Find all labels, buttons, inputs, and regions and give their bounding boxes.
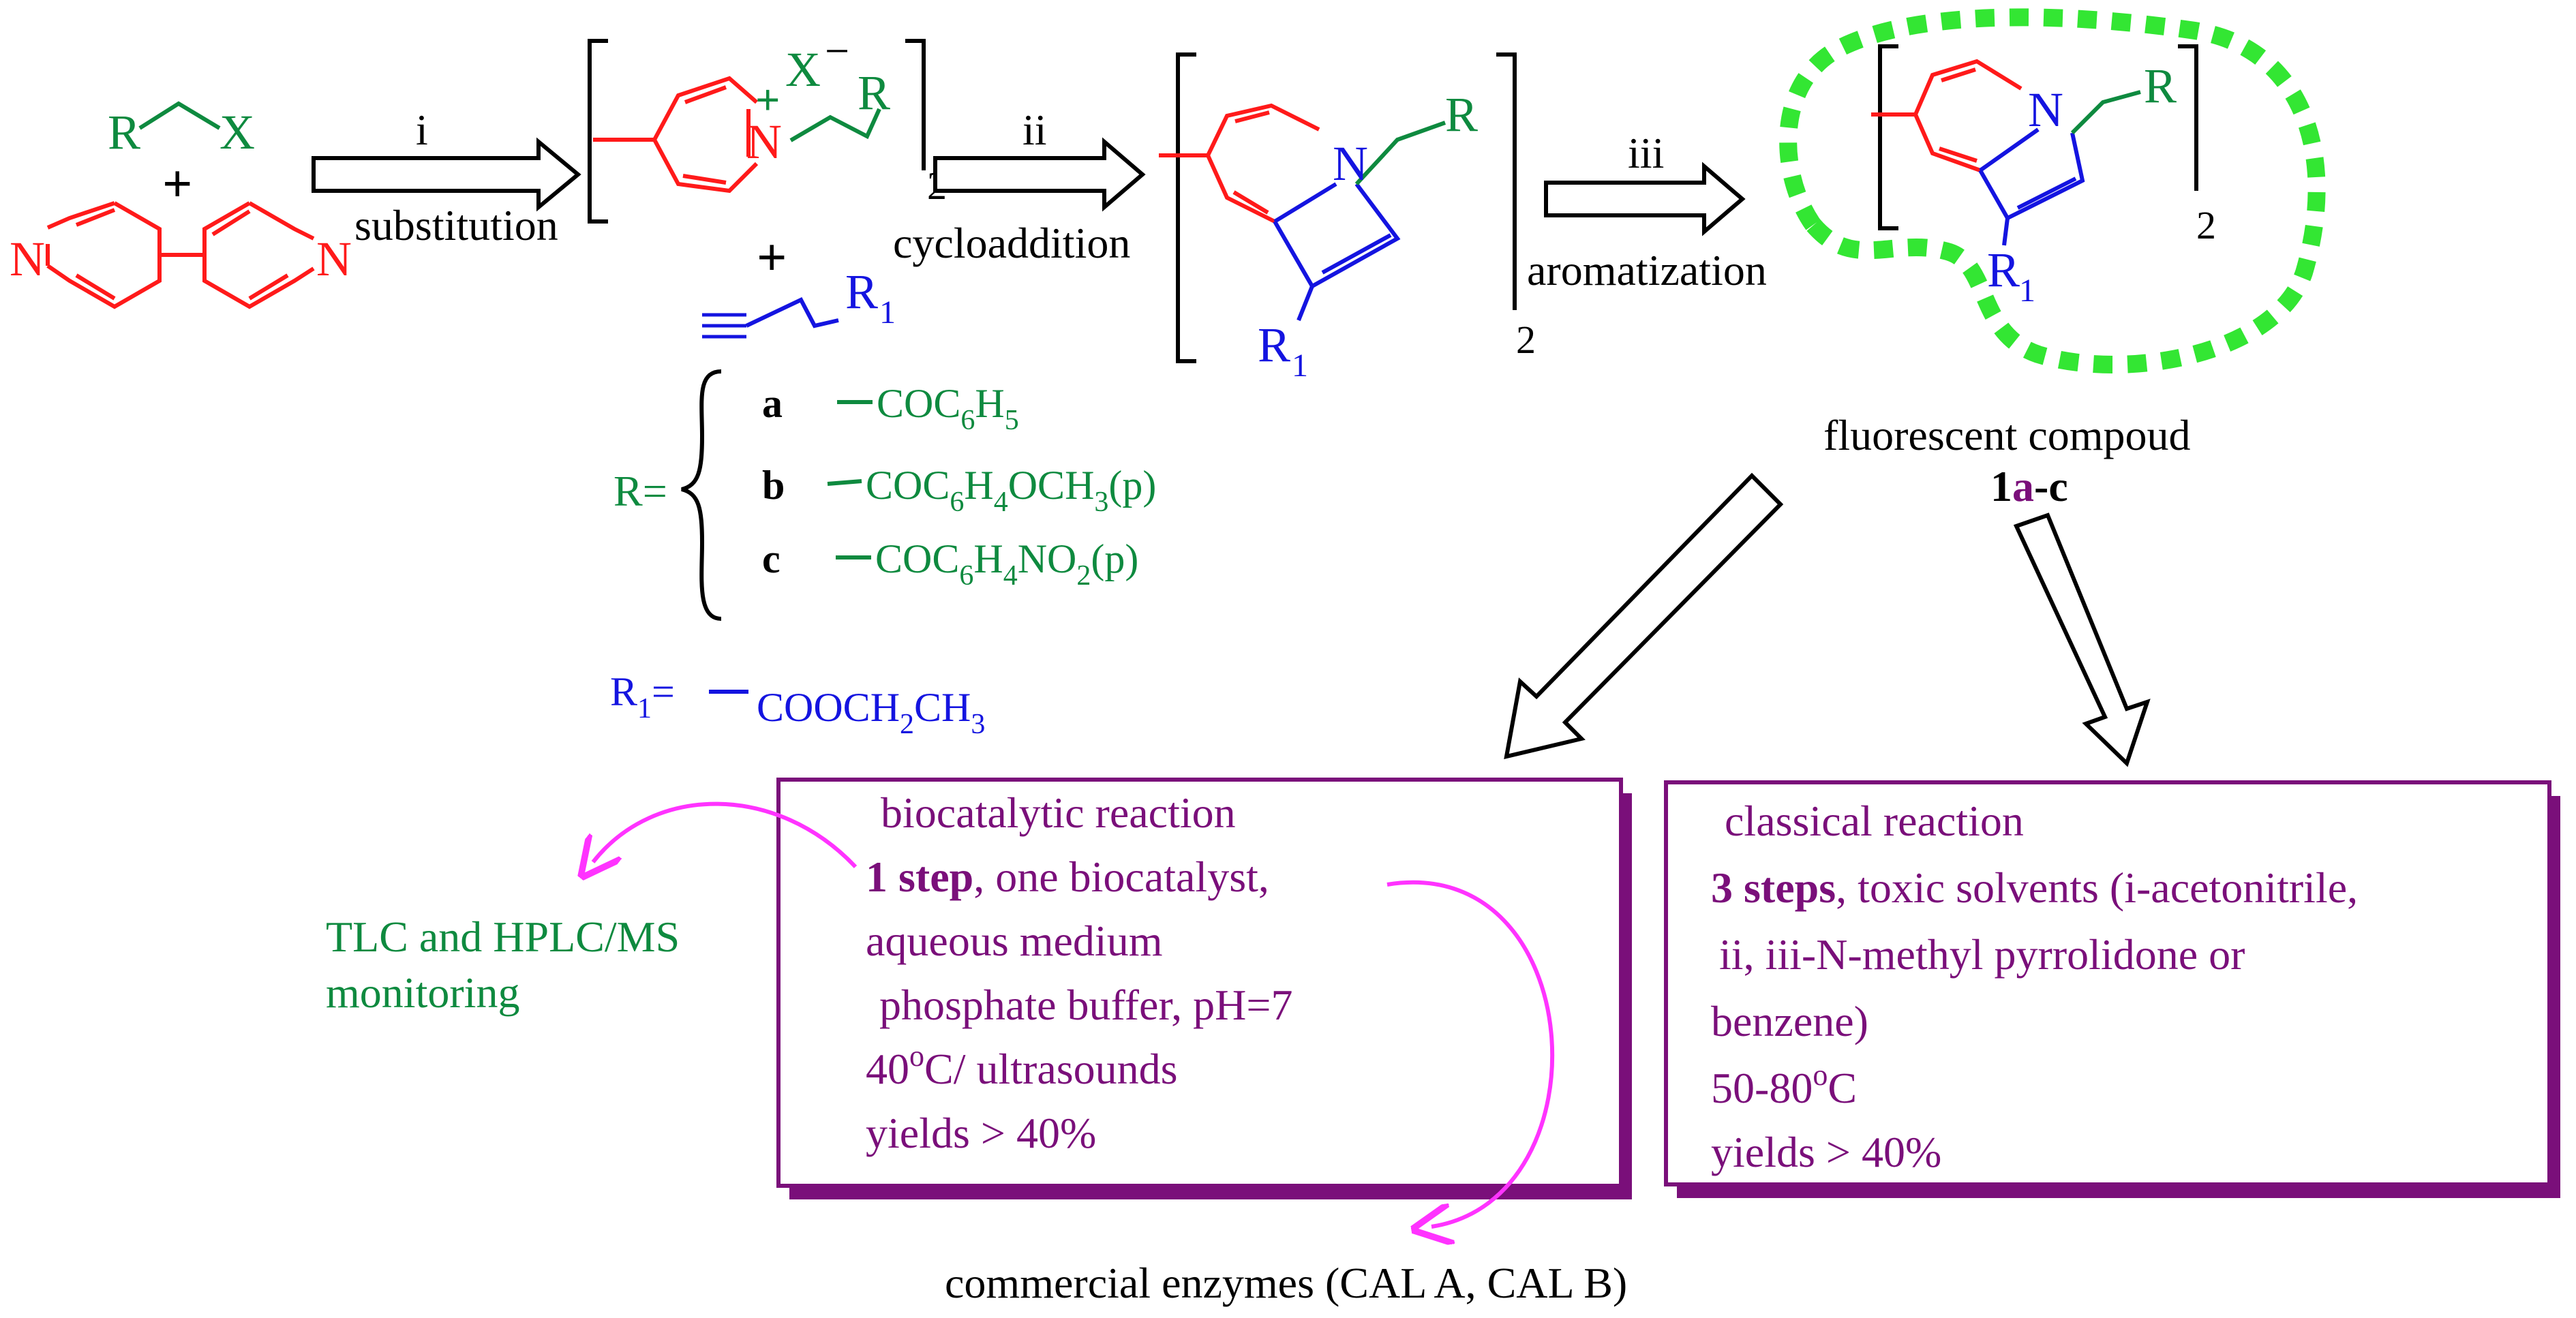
product-r1-base: R: [1987, 243, 2020, 297]
bipy-n-right: N: [316, 232, 352, 286]
classical-line1: 3 steps, toxic solvents (i-acetonitrile,: [1711, 863, 2358, 912]
product-r1-sub: 1: [2019, 273, 2035, 309]
product-subscript: 2: [2196, 203, 2216, 247]
classical-title: classical reaction: [1725, 797, 2024, 845]
int2-n-label: N: [1333, 136, 1368, 191]
monitoring-arrow: [593, 801, 858, 867]
bipyridine: [46, 201, 315, 309]
bio-line2: aqueous medium: [866, 917, 1162, 965]
step-iii-arrow: iii aromatization: [1527, 129, 1767, 294]
biocatalytic-box: biocatalytic reaction 1 step, one biocat…: [776, 778, 1632, 1199]
alkyl-halide: R X: [108, 101, 255, 159]
enzymes-arrow: [1387, 880, 1555, 1227]
enzymes-label: commercial enzymes (CAL A, CAL B): [945, 1259, 1627, 1307]
classical-line3: benzene): [1711, 997, 1868, 1045]
bio-line3: phosphate buffer, pH=7: [879, 981, 1292, 1029]
int1-r-label: R: [858, 65, 890, 120]
product-code: 1a-c: [1990, 462, 2068, 510]
r-def-b-key: b: [762, 463, 785, 508]
r-def-c-key: c: [762, 536, 781, 581]
r-def-c-formula: COC6H4NO2(p): [875, 536, 1138, 592]
alkyl-r-label: R: [108, 105, 140, 159]
r1-formula: COOCH2CH3: [757, 685, 985, 740]
step-ii-name: cycloaddition: [893, 219, 1130, 267]
classical-box: classical reaction 3 steps, toxic solven…: [1664, 780, 2560, 1198]
curly-brace: [681, 369, 722, 621]
arrow-to-biocatalytic: [1504, 472, 1784, 759]
int1-n-label: N: [746, 114, 782, 169]
bio-line4: 40oC/ ultrasounds: [866, 1039, 1178, 1093]
step-ii-arrow: ii cycloaddition: [893, 106, 1146, 267]
product-r-label: R: [2144, 59, 2177, 113]
step-iii-label: iii: [1628, 129, 1664, 177]
monitoring-line1: TLC and HPLC/MS: [326, 913, 680, 961]
monitoring-line2: monitoring: [326, 968, 519, 1017]
r-def-a-formula: COC6H5: [877, 381, 1019, 436]
alkyne: R 1: [702, 264, 896, 339]
alkyl-x-label: X: [219, 105, 255, 159]
classical-line2: ii, iii-N-methyl pyrrolidone or: [1719, 930, 2245, 979]
plus-sign: +: [162, 154, 192, 213]
r-def-a-key: a: [762, 381, 783, 426]
r-definitions: R= a COC6H5 b COC6H4OCH3(p) c COC6H4NO2(…: [610, 369, 1156, 740]
alkyne-r1-sub: 1: [879, 294, 896, 331]
step-ii-label: ii: [1022, 106, 1047, 154]
arrow-to-classical: [2013, 512, 2151, 767]
bipy-n-left: N: [10, 232, 45, 286]
green-dotted-outline: [1779, 8, 2326, 373]
intermediate-2: 2 N R R 1: [1159, 52, 1536, 384]
classical-line5: yields > 40%: [1711, 1128, 1941, 1176]
intermediate-1: 2 N + X − R: [588, 27, 947, 224]
int2-r1-base: R: [1258, 318, 1290, 372]
bio-line1: 1 step, one biocatalyst,: [866, 853, 1269, 901]
int1-x-label: X: [785, 42, 821, 97]
intermediate-2-subscript: 2: [1516, 318, 1536, 362]
plus-sign-2: +: [757, 228, 787, 287]
int2-r-label: R: [1445, 87, 1478, 142]
product-caption: fluorescent compoud: [1823, 411, 2191, 459]
bio-line5: yields > 40%: [866, 1109, 1096, 1157]
step-i-name: substitution: [354, 201, 558, 249]
r-def-b-formula: COC6H4OCH3(p): [866, 463, 1156, 518]
step-iii-name: aromatization: [1527, 246, 1767, 294]
r1-definition: R1=: [610, 669, 675, 724]
alkyne-r1-base: R: [845, 264, 878, 319]
fluorescent-product: 2 N R R 1: [1779, 8, 2326, 373]
int1-plus-charge: +: [755, 76, 780, 124]
step-i-arrow: i substitution: [312, 106, 581, 249]
int2-r1-sub: 1: [1292, 348, 1308, 384]
product-n-label: N: [2028, 82, 2063, 137]
int1-minus: −: [825, 27, 849, 75]
classical-line4: 50-80oC: [1711, 1058, 1857, 1112]
step-i-label: i: [416, 106, 428, 154]
r-equals-label: R=: [613, 467, 667, 515]
bio-title: biocatalytic reaction: [881, 788, 1236, 837]
